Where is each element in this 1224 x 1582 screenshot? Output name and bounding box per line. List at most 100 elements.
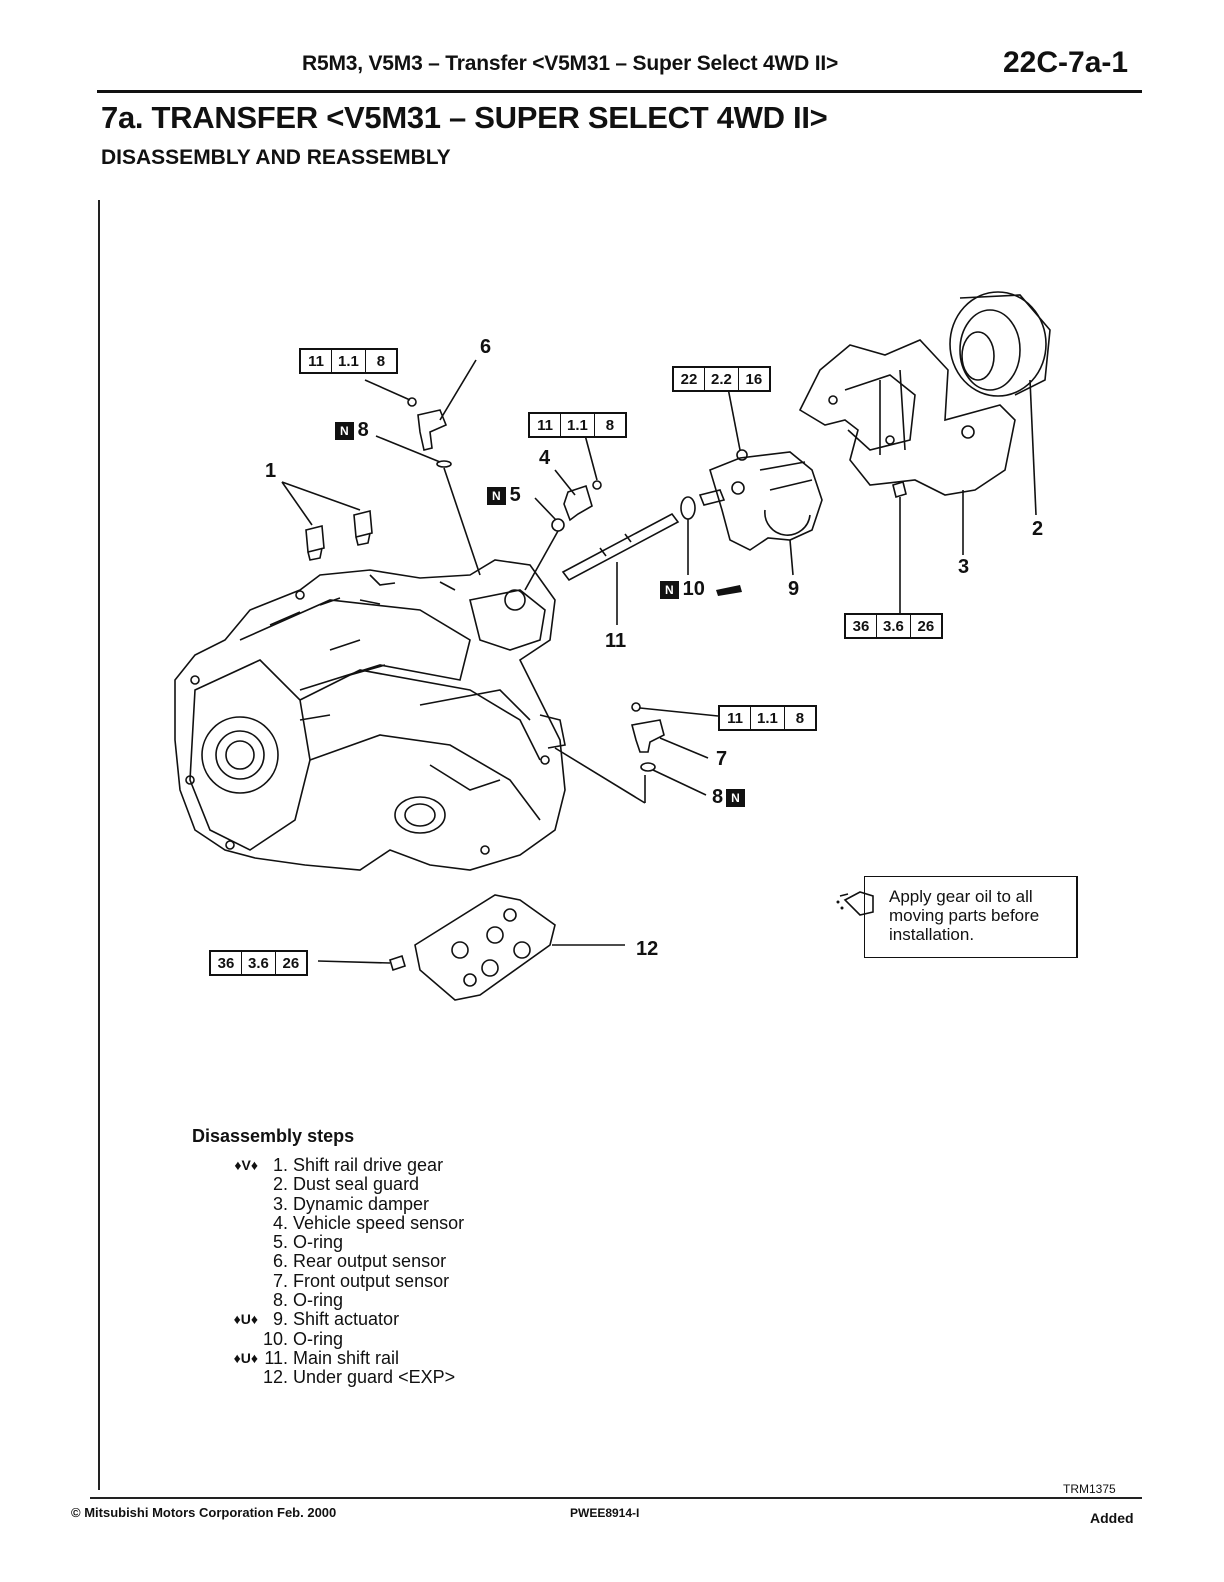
torque-nm: 11 — [530, 414, 561, 436]
step-text: Shift rail drive gear — [293, 1155, 444, 1175]
step-text: Dynamic damper — [293, 1193, 430, 1214]
callout-11: 11 — [605, 630, 627, 652]
list-item: 8.O-ring — [210, 1290, 464, 1311]
torque-kgfm: 1.1 — [332, 350, 366, 372]
header-rule — [97, 90, 1142, 93]
callout-2: 2 — [1032, 518, 1044, 540]
torque-nm: 11 — [720, 707, 751, 729]
service-mark: ♦U♦ — [233, 1311, 258, 1328]
disassembly-steps-list: ♦V♦ 1.Shift rail drive gear 2.Dust seal g… — [210, 1155, 465, 1388]
torque-kgfm: 1.1 — [751, 707, 785, 729]
step-number: 11. — [264, 1347, 288, 1368]
service-mark — [210, 1252, 262, 1271]
list-item: ♦V♦ 1.Shift rail drive gear — [210, 1155, 464, 1175]
step-text: Dust seal guard — [293, 1174, 420, 1195]
step-number: 8. — [272, 1290, 288, 1311]
service-mark — [210, 1175, 262, 1194]
part-4-vehicle-speed-sensor — [563, 484, 593, 522]
callout-4: 4 — [539, 447, 551, 469]
torque-spec-box-5: 11 1.1 8 — [718, 705, 817, 731]
torque-spec-box-3: 11 1.1 8 — [528, 412, 627, 438]
transfer-case-body — [174, 559, 566, 871]
torque-kgfm: 2.2 — [705, 368, 739, 390]
torque-spec-box-2: 22 2.2 16 — [672, 366, 771, 392]
new-part-badge: N — [660, 580, 679, 599]
callout-1: 1 — [265, 460, 277, 482]
page-number: 22C-7a-1 — [1003, 46, 1129, 79]
part-1-gear-a — [305, 524, 325, 561]
list-item: 4.Vehicle speed sensor — [210, 1212, 465, 1233]
list-item: 3.Dynamic damper — [210, 1193, 464, 1214]
step-number: 2. — [272, 1174, 288, 1195]
part-7-front-output-sensor — [631, 719, 665, 753]
step-text: Vehicle speed sensor — [293, 1212, 465, 1233]
steps-title: Disassembly steps — [192, 1126, 355, 1146]
step-number: 3. — [272, 1193, 288, 1214]
service-mark — [210, 1368, 262, 1387]
torque-ftlb: 8 — [376, 352, 386, 370]
step-text: Main shift rail — [293, 1347, 400, 1368]
left-margin-rule — [98, 200, 100, 1490]
step-text: Rear output sensor — [293, 1251, 447, 1272]
service-mark — [210, 1291, 262, 1310]
torque-kgfm: 1.1 — [561, 414, 595, 436]
part-11-main-shift-rail — [561, 512, 680, 582]
torque-nm: 36 — [846, 615, 877, 637]
callout-5: 5 — [509, 484, 521, 506]
step-text: O-ring — [293, 1290, 344, 1311]
new-part-badge: N — [487, 486, 506, 505]
new-part-badge: N — [335, 421, 354, 440]
list-item: 10.O-ring — [210, 1329, 464, 1349]
list-item: 12.Under guard <EXP> — [210, 1367, 464, 1388]
step-number: 6. — [272, 1251, 288, 1272]
list-item: 6.Rear output sensor — [210, 1251, 464, 1272]
step-number: 12. — [262, 1367, 288, 1388]
new-part-badge: N — [726, 788, 745, 807]
footer-copyright: © Mitsubishi Motors Corporation Feb. 200… — [71, 1505, 337, 1520]
step-number: 9. — [272, 1309, 288, 1330]
torque-spec-box-1: 11 1.1 8 — [299, 348, 398, 374]
service-mark — [210, 1214, 262, 1233]
callout-10: 10 — [682, 578, 705, 600]
footer-code: PWEE8914-I — [570, 1506, 640, 1520]
header-section-title: R5M3, V5M3 – Transfer <V5M31 – Super Sel… — [302, 52, 839, 75]
list-item: 5.O-ring — [210, 1232, 464, 1253]
part-9-shift-actuator — [709, 451, 823, 551]
service-mark: ♦U♦ — [233, 1349, 258, 1366]
torque-ftlb: 26 — [917, 617, 935, 635]
list-item: 7.Front output sensor — [210, 1270, 464, 1291]
torque-spec-box-6: 36 3.6 26 — [209, 950, 308, 976]
page-subtitle: DISASSEMBLY AND REASSEMBLY — [101, 146, 451, 169]
callout-8-lower: 8 — [712, 786, 724, 808]
footer-status: Added — [1090, 1510, 1134, 1526]
service-mark — [210, 1195, 262, 1214]
callout-8-upper: 8 — [357, 419, 369, 441]
step-number: 7. — [272, 1270, 288, 1291]
service-mark — [210, 1233, 262, 1252]
footer-rule — [90, 1497, 1142, 1499]
service-mark: ♦V♦ — [234, 1157, 258, 1173]
part-1-gear-b — [353, 509, 373, 546]
torque-nm: 22 — [674, 368, 705, 390]
step-number: 1. — [272, 1155, 288, 1175]
service-mark — [210, 1330, 262, 1349]
part-12-under-guard — [414, 894, 556, 1001]
step-number: 5. — [272, 1232, 288, 1253]
step-text: O-ring — [293, 1232, 344, 1253]
step-text: Front output sensor — [293, 1270, 450, 1291]
list-item: ♦U♦ 11.Main shift rail — [210, 1347, 464, 1368]
callout-12: 12 — [636, 938, 659, 960]
torque-nm: 11 — [301, 350, 332, 372]
service-mark — [210, 1272, 262, 1291]
callout-6: 6 — [480, 336, 492, 358]
figure-id: TRM1375 — [1063, 1482, 1116, 1496]
step-number: 4. — [272, 1212, 288, 1233]
page-title: 7a. TRANSFER <V5M31 – SUPER SELECT 4WD I… — [101, 100, 828, 135]
torque-ftlb: 8 — [605, 416, 615, 434]
part-2-dust-seal-guard — [949, 291, 1047, 397]
torque-ftlb: 16 — [745, 370, 763, 388]
